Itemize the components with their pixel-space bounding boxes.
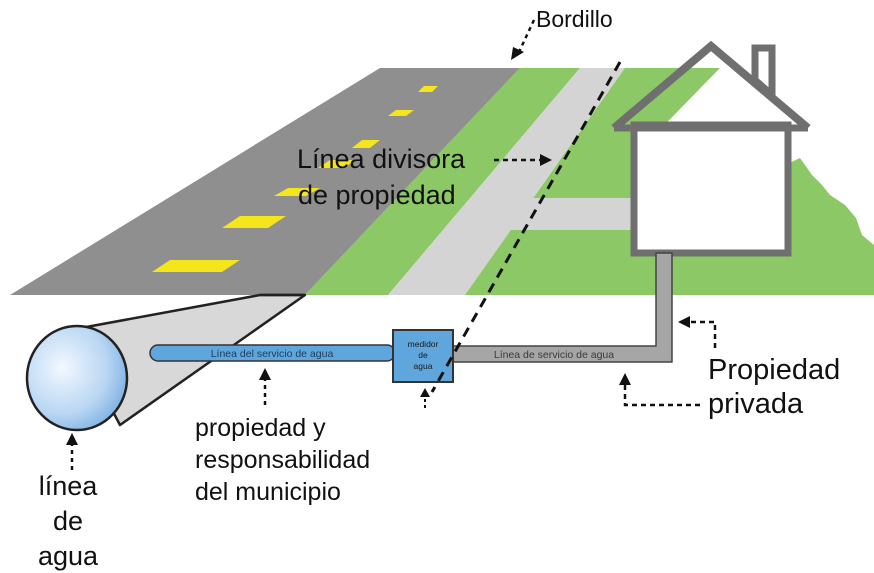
- main-label-1: línea: [39, 471, 99, 501]
- municipal-label-2: responsabilidad: [195, 446, 370, 474]
- curb-arrow: [517, 19, 536, 53]
- property-line-label-1: Línea divisora: [297, 144, 466, 174]
- curb-grass-strip: [305, 68, 580, 295]
- municipal-label-3: del municipio: [195, 478, 341, 506]
- road: [10, 68, 520, 295]
- water-main: [25, 293, 307, 432]
- private-arrow-pipe: [623, 385, 700, 407]
- main-label-3: agua: [38, 541, 99, 571]
- curb-arrowhead: [511, 47, 524, 60]
- private-arrowhead-pipe: [619, 373, 631, 385]
- house-roof: [611, 40, 811, 132]
- private-pipe-label: Línea de servicio de agua: [494, 349, 614, 361]
- meter-arrowhead: [420, 388, 430, 397]
- sidewalk: [388, 68, 625, 295]
- property-line: [430, 61, 622, 393]
- municipal-label-1: propiedad y: [195, 414, 326, 442]
- road-stripes: [152, 86, 438, 272]
- property-line-arrowhead: [540, 154, 552, 166]
- walkway: [508, 198, 645, 230]
- meter-label-3: agua: [414, 361, 433, 371]
- private-arrowhead-riser: [678, 316, 690, 328]
- municipal-arrowhead: [259, 368, 271, 380]
- main-label-2: de: [53, 506, 83, 536]
- water-main-end: [25, 324, 129, 432]
- public-pipe-label: Línea del servicio de agua: [211, 348, 334, 360]
- private-label-2: privada: [708, 388, 804, 420]
- meter-label-2: de: [418, 350, 428, 360]
- curb-label: Bordillo: [536, 6, 613, 32]
- house-body: [630, 121, 792, 257]
- meter-label-1: medidor: [408, 339, 439, 349]
- property-line-label-2: de propiedad: [298, 180, 456, 210]
- private-arrow-riser: [690, 320, 717, 348]
- main-arrowhead: [66, 433, 78, 445]
- house: [611, 40, 811, 257]
- private-label-1: Propiedad: [708, 354, 840, 386]
